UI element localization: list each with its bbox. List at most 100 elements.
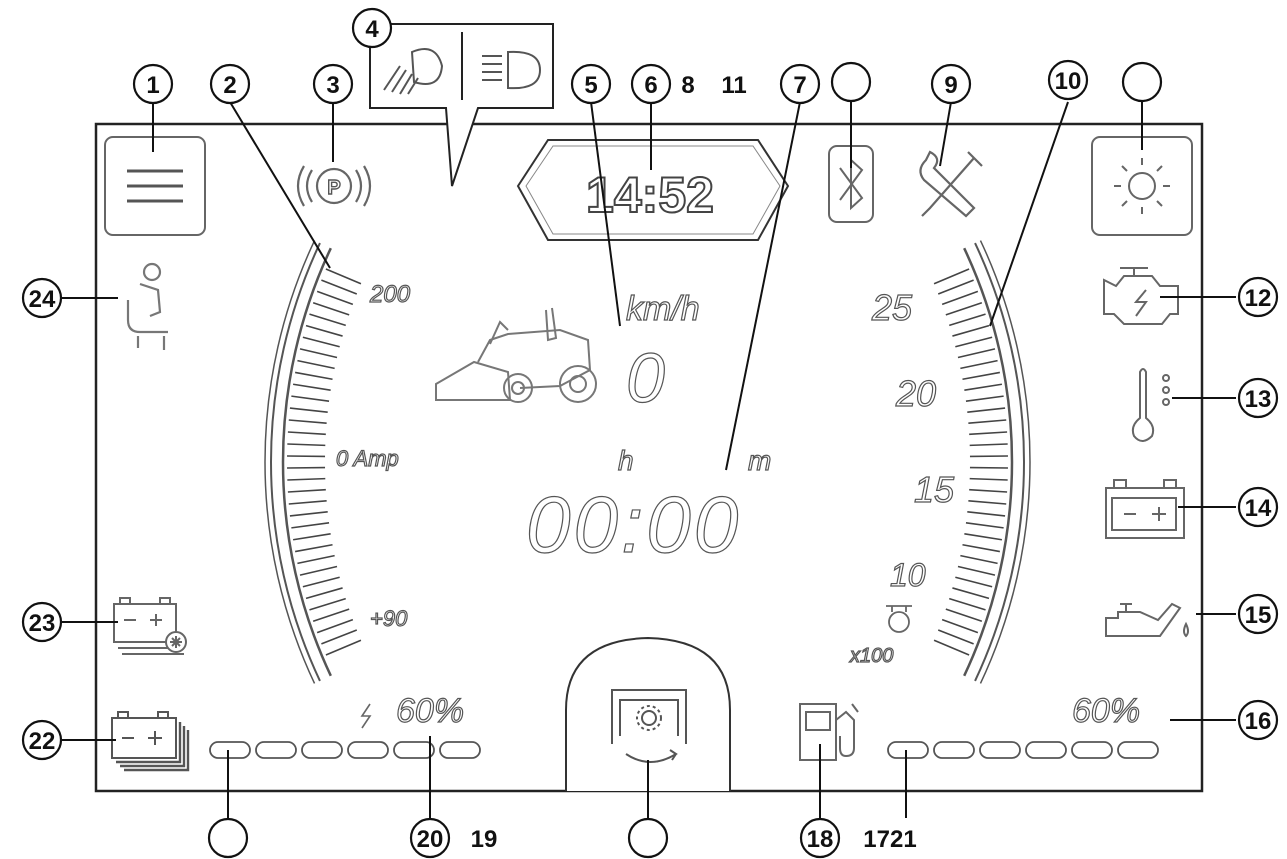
callout-label-22: 22 [29, 728, 56, 755]
amp-gauge-segment [287, 477, 326, 481]
callout-circle-6 [630, 63, 672, 105]
callout-circle-1 [132, 63, 174, 105]
pto-icon[interactable] [611, 689, 687, 763]
amp-gauge-segment [305, 587, 343, 600]
rpm-gauge-segment [952, 587, 990, 600]
brightness-button[interactable] [1091, 136, 1193, 236]
rpm-gauge-segment [933, 639, 970, 656]
charge-bar-segment [347, 741, 389, 759]
callout-label-7: 7 [793, 72, 806, 99]
callout-circle-22 [21, 719, 63, 761]
rpm-gauge-segment [967, 407, 1006, 413]
callout-label-6: 6 [644, 72, 657, 99]
amp-gauge-segment [325, 268, 362, 285]
rpm-gauge-segment [945, 301, 983, 316]
amp-gauge-segment [288, 499, 327, 505]
rpm-gauge-segment [941, 290, 979, 306]
charge-bar [209, 741, 481, 759]
callout-label-1: 1 [146, 72, 159, 99]
rpm-gauge-segment [957, 565, 996, 576]
rpm-gauge-segment [960, 554, 998, 565]
amp-scale-bottom: +90 [370, 606, 408, 631]
callout-circle-14 [1237, 486, 1279, 528]
callout-circle-4 [351, 7, 393, 49]
rpm-gauge-segment [969, 443, 1008, 447]
amp-gauge-rail [281, 247, 332, 677]
wrench-screwdriver-icon [919, 150, 983, 218]
amp-gauge-segment [289, 407, 328, 413]
menu-button[interactable] [104, 136, 206, 236]
rpm-tick-25: 25 [871, 287, 913, 328]
clock-text: 14:52 [586, 167, 714, 223]
rpm-gauge-segment [964, 533, 1003, 541]
amp-gauge-segment [309, 597, 346, 611]
callout-label-20: 20 [417, 826, 444, 853]
fuel-bar-segment [933, 741, 975, 759]
callout-label-19: 19 [471, 826, 498, 853]
amp-gauge-segment [302, 576, 340, 588]
rpm-gauge-segment [968, 499, 1007, 505]
battery-stack-icon [111, 711, 190, 772]
callout-circle-empty [627, 817, 669, 859]
rpm-gauge-segment [937, 279, 974, 295]
amp-gauge-segment [302, 336, 340, 348]
callout-label-15: 15 [1245, 602, 1272, 629]
amp-gauge-rail [264, 240, 316, 684]
callout-circle-3 [312, 63, 354, 105]
fuel-bar-segment [1117, 741, 1159, 759]
battery-cold-icon [113, 597, 187, 655]
fuel-bar-segment [1025, 741, 1067, 759]
callout-circle-16 [1237, 699, 1279, 741]
callout-label-11: 11 [721, 72, 746, 99]
rpm-gauge-segment [969, 431, 1008, 436]
rpm-gauge-segment [965, 522, 1004, 529]
rpm-gauge-segment [933, 268, 970, 285]
callout-circle-empty [830, 61, 872, 103]
thermometer-icon [1131, 368, 1170, 442]
rpm-icon [886, 605, 912, 633]
headlight-callout [369, 23, 554, 187]
callout-label-8: 8 [681, 72, 694, 99]
amp-gauge-segment [289, 511, 328, 517]
callout-label-16: 16 [1245, 708, 1272, 735]
amp-gauge-segment [316, 290, 354, 306]
amp-gauge-segment [287, 443, 326, 447]
callout-circle-empty [1121, 61, 1163, 103]
rpm-gauge-rail [979, 240, 1031, 684]
rpm-gauge-rail [963, 247, 1014, 677]
amp-gauge-segment [287, 488, 326, 493]
amp-gauge-segment [291, 522, 330, 529]
callout-circle-12 [1237, 276, 1279, 318]
rpm-multiplier: x100 [849, 645, 893, 667]
charge-bar-segment [301, 741, 343, 759]
callout-leaders [62, 100, 1236, 818]
hours-label: h [618, 445, 634, 476]
callout-circle-20 [409, 817, 451, 859]
amp-gauge-segment [316, 618, 354, 634]
amp-gauge-segment [325, 639, 362, 656]
amp-gauge-segment [287, 431, 326, 436]
rpm-gauge-segment [941, 618, 979, 634]
amp-gauge-segment [309, 313, 346, 327]
headlight-icon [383, 48, 542, 95]
operator-seat-icon [126, 262, 168, 350]
callout-circle-15 [1237, 593, 1279, 635]
callout-label-3: 3 [326, 72, 339, 99]
rpm-gauge-segment [955, 336, 993, 348]
callout-circle-2 [209, 63, 251, 105]
amp-gauge-segment [312, 608, 350, 623]
hour-meter: 00:00 [526, 480, 741, 569]
rpm-gauge-segment [969, 488, 1008, 493]
battery-icon [1105, 479, 1185, 539]
amp-gauge-segment [321, 279, 358, 295]
clock-badge: 14:52 [516, 139, 790, 241]
rpm-gauge-segment [949, 313, 986, 327]
sun-icon [1114, 158, 1170, 214]
amp-gauge-segment [294, 371, 333, 381]
callout-circle-10 [1047, 59, 1089, 101]
callout-label-1721: 1721 [863, 826, 916, 853]
amp-gauge-segment [321, 629, 358, 645]
